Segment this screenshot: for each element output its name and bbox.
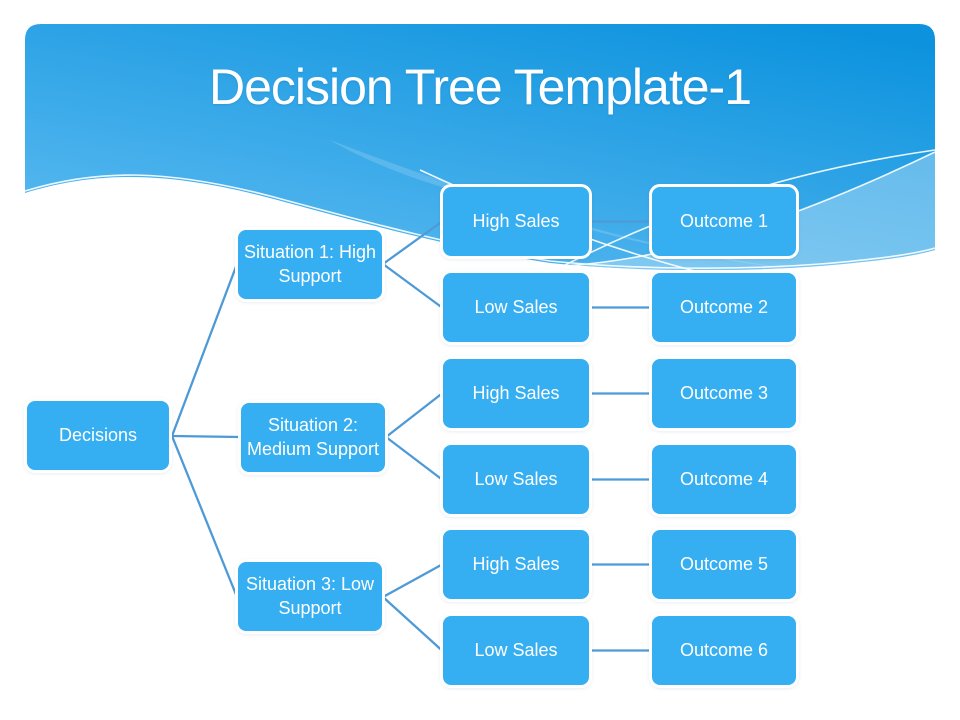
- node-outcome-1[interactable]: Outcome 1: [649, 184, 799, 259]
- node-decisions[interactable]: Decisions: [24, 398, 172, 473]
- node-low-sales-1[interactable]: Low Sales: [440, 270, 592, 345]
- node-low-sales-2[interactable]: Low Sales: [440, 442, 592, 517]
- node-situation-1[interactable]: Situation 1: High Support: [235, 227, 385, 302]
- node-high-sales-3[interactable]: High Sales: [440, 527, 592, 602]
- node-outcome-4[interactable]: Outcome 4: [649, 442, 799, 517]
- page-title: Decision Tree Template-1: [208, 59, 752, 115]
- node-situation-3[interactable]: Situation 3: Low Support: [235, 559, 385, 634]
- connector-lines: [170, 220, 653, 652]
- node-outcome-5[interactable]: Outcome 5: [649, 527, 799, 602]
- node-high-sales-1[interactable]: High Sales: [440, 184, 592, 259]
- node-low-sales-3[interactable]: Low Sales: [440, 613, 592, 688]
- node-outcome-3[interactable]: Outcome 3: [649, 356, 799, 431]
- node-outcome-6[interactable]: Outcome 6: [649, 613, 799, 688]
- node-high-sales-2[interactable]: High Sales: [440, 356, 592, 431]
- node-outcome-2[interactable]: Outcome 2: [649, 270, 799, 345]
- node-situation-2[interactable]: Situation 2: Medium Support: [238, 400, 388, 475]
